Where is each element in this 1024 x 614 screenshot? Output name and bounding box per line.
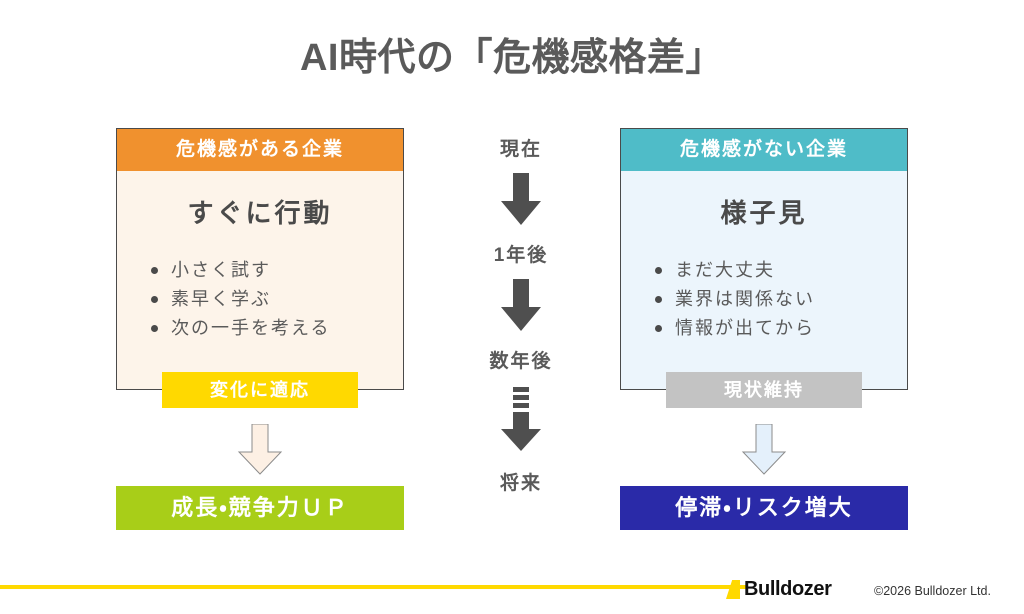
timeline: 現在 1年後 数年後 将来 xyxy=(442,140,600,493)
list-item: 情報が出てから xyxy=(655,314,907,343)
hollow-down-arrow-icon-left xyxy=(237,423,283,476)
panel-crisis-aware: 危機感がある企業 すぐに行動 小さく試す 素早く学ぶ 次の一手を考える xyxy=(116,128,404,390)
badge-left: 変化に適応 xyxy=(162,372,358,408)
timeline-label-several-years: 数年後 xyxy=(489,351,553,372)
page-title: AI時代の「危機感格差」 xyxy=(299,37,724,79)
bulldozer-mark-icon xyxy=(726,580,740,599)
panel-header-right: 危機感がない企業 xyxy=(621,129,907,171)
brand-logo: Bulldozer xyxy=(726,578,832,601)
list-item: 小さく試す xyxy=(151,256,403,285)
brand-name: Bulldozer xyxy=(744,578,832,600)
down-arrow-icon-1 xyxy=(498,173,544,231)
outcome-bar-left: 成長・競争力ＵＰ xyxy=(116,486,404,530)
timeline-label-one-year: 1年後 xyxy=(493,245,549,266)
panel-header-left: 危機感がある企業 xyxy=(117,129,403,171)
down-arrow-icon-2 xyxy=(498,279,544,337)
hollow-down-arrow-icon-right xyxy=(741,423,787,476)
timeline-label-future: 将来 xyxy=(499,473,542,494)
copyright-text: ©2026 Bulldozer Ltd. xyxy=(874,584,991,598)
panel-crisis-unaware: 危機感がない企業 様子見 まだ大丈夫 業界は関係ない 情報が出てから xyxy=(620,128,908,390)
footer-divider xyxy=(0,585,746,589)
list-item: 素早く学ぶ xyxy=(151,285,403,314)
timeline-label-now: 現在 xyxy=(499,139,542,160)
panel-action-left: すぐに行動 xyxy=(187,198,333,228)
list-item: まだ大丈夫 xyxy=(655,256,907,285)
list-item: 次の一手を考える xyxy=(151,314,403,343)
list-item: 業界は関係ない xyxy=(655,285,907,314)
outcome-bar-right: 停滞・リスク増大 xyxy=(620,486,908,530)
accelerating-down-arrow-icon-3 xyxy=(498,387,544,457)
badge-right: 現状維持 xyxy=(666,372,862,408)
panel-action-right: 様子見 xyxy=(720,198,808,228)
bullet-list-right: まだ大丈夫 業界は関係ない 情報が出てから xyxy=(621,256,907,343)
bullet-list-left: 小さく試す 素早く学ぶ 次の一手を考える xyxy=(117,256,403,343)
